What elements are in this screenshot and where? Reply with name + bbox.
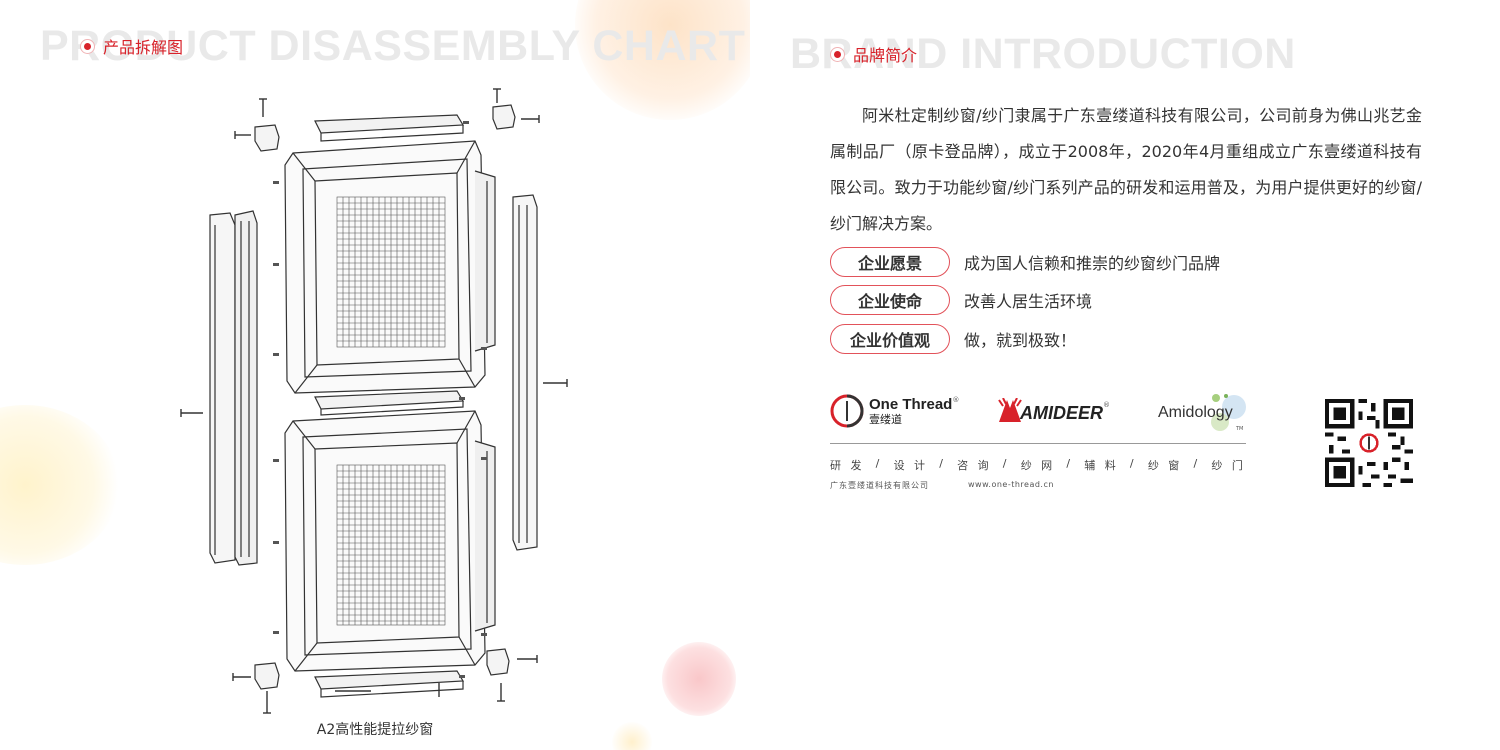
- one-thread-mark-icon: [830, 394, 864, 428]
- service-item: 咨 询: [957, 459, 992, 472]
- vision-text: 成为国人信赖和推崇的纱窗纱门品牌: [964, 254, 1221, 273]
- corner-connectors: [254, 104, 516, 690]
- vision-label: 企业愿景: [830, 247, 950, 277]
- value-row-values: 企业价值观 做，就到极致！: [830, 324, 1076, 354]
- service-separator: /: [939, 457, 946, 470]
- right-page: BRAND INTRODUCTION 品牌简介: [750, 0, 1500, 750]
- bottom-rail: [314, 670, 465, 698]
- upper-frame: [284, 140, 496, 394]
- brand-intro-paragraph: 阿米杜定制纱窗/纱门隶属于广东壹缕道科技有限公司，公司前身为佛山兆艺金属制品厂（…: [830, 106, 1422, 233]
- mission-text: 改善人居生活环境: [964, 292, 1093, 311]
- service-item: 纱 窗: [1147, 459, 1183, 472]
- services-line: 研 发 / 设 计 / 咨 询 / 纱 网 / 辅 料 / 纱 窗 / 纱 门: [830, 457, 1246, 473]
- left-rails: [209, 210, 258, 566]
- website-link[interactable]: www.one-thread.cn: [968, 480, 1054, 489]
- bg-title-left: PRODUCT DISASSEMBLY CHART: [40, 22, 746, 70]
- one-thread-cn: 壹缕道: [869, 413, 902, 426]
- bullet-dot-icon: [830, 46, 845, 62]
- pin-marks: [273, 121, 487, 678]
- amidology-bubbles-icon: [1211, 394, 1246, 431]
- decor-blob-bottom-pink: [662, 642, 736, 716]
- amideer-name: AMIDEER: [1020, 403, 1104, 423]
- service-item: 设 计: [893, 459, 929, 472]
- diagram-caption: A2高性能提拉纱窗: [316, 722, 434, 738]
- middle-rail: [314, 390, 465, 416]
- one-thread-reg: ®: [952, 396, 960, 404]
- service-item: 纱 网: [1020, 459, 1056, 472]
- mission-label: 企业使命: [830, 285, 950, 315]
- one-thread-name: One Thread: [869, 396, 953, 413]
- amidology-logo: Amidology TM: [1158, 392, 1250, 432]
- service-separator: /: [1066, 457, 1074, 470]
- service-item: 辅 料: [1084, 459, 1119, 472]
- decor-blob-left: [0, 405, 120, 565]
- upper-mesh: [336, 196, 446, 348]
- service-separator: /: [875, 457, 883, 470]
- one-thread-logo: One Thread ® 壹缕道: [830, 394, 959, 428]
- disassembly-diagram: [180, 88, 568, 714]
- value-row-vision: 企业愿景 成为国人信赖和推崇的纱窗纱门品牌: [830, 247, 1220, 277]
- top-rail: [314, 114, 465, 142]
- bg-title-right: BRAND INTRODUCTION: [790, 30, 1296, 78]
- amideer-mark-icon: [998, 397, 1022, 422]
- qr-code-icon: [1325, 399, 1413, 487]
- amidology-tm: TM: [1236, 426, 1244, 432]
- value-row-mission: 企业使命 改善人居生活环境: [830, 285, 1092, 315]
- amideer-logo: AMIDEER ®: [997, 397, 1110, 424]
- values-label: 企业价值观: [830, 324, 950, 354]
- section-title-text: 产品拆解图: [103, 38, 184, 57]
- company-name: 广东壹缕道科技有限公司: [830, 481, 929, 490]
- lower-mesh: [336, 464, 446, 626]
- service-item: 研 发: [830, 459, 865, 472]
- decor-blob-bottom-small: [612, 722, 652, 750]
- left-page: PRODUCT DISASSEMBLY CHART 产品拆解图: [0, 0, 750, 750]
- values-text: 做，就到极致！: [964, 331, 1077, 350]
- lower-frame: [284, 410, 496, 672]
- amideer-reg: ®: [1103, 401, 1111, 409]
- bullet-dot-icon: [80, 38, 95, 54]
- right-rail: [512, 194, 538, 551]
- logo-divider: [830, 443, 1246, 444]
- section-title-right: 品牌简介: [830, 42, 917, 66]
- screws: [180, 88, 568, 714]
- service-separator: /: [1129, 457, 1137, 470]
- section-title-text: 品牌简介: [853, 46, 918, 65]
- service-separator: /: [1193, 457, 1201, 470]
- amidology-name: Amidology: [1158, 404, 1233, 421]
- section-title-left: 产品拆解图: [80, 34, 183, 58]
- service-item: 纱 门: [1211, 459, 1246, 472]
- service-separator: /: [1002, 457, 1010, 470]
